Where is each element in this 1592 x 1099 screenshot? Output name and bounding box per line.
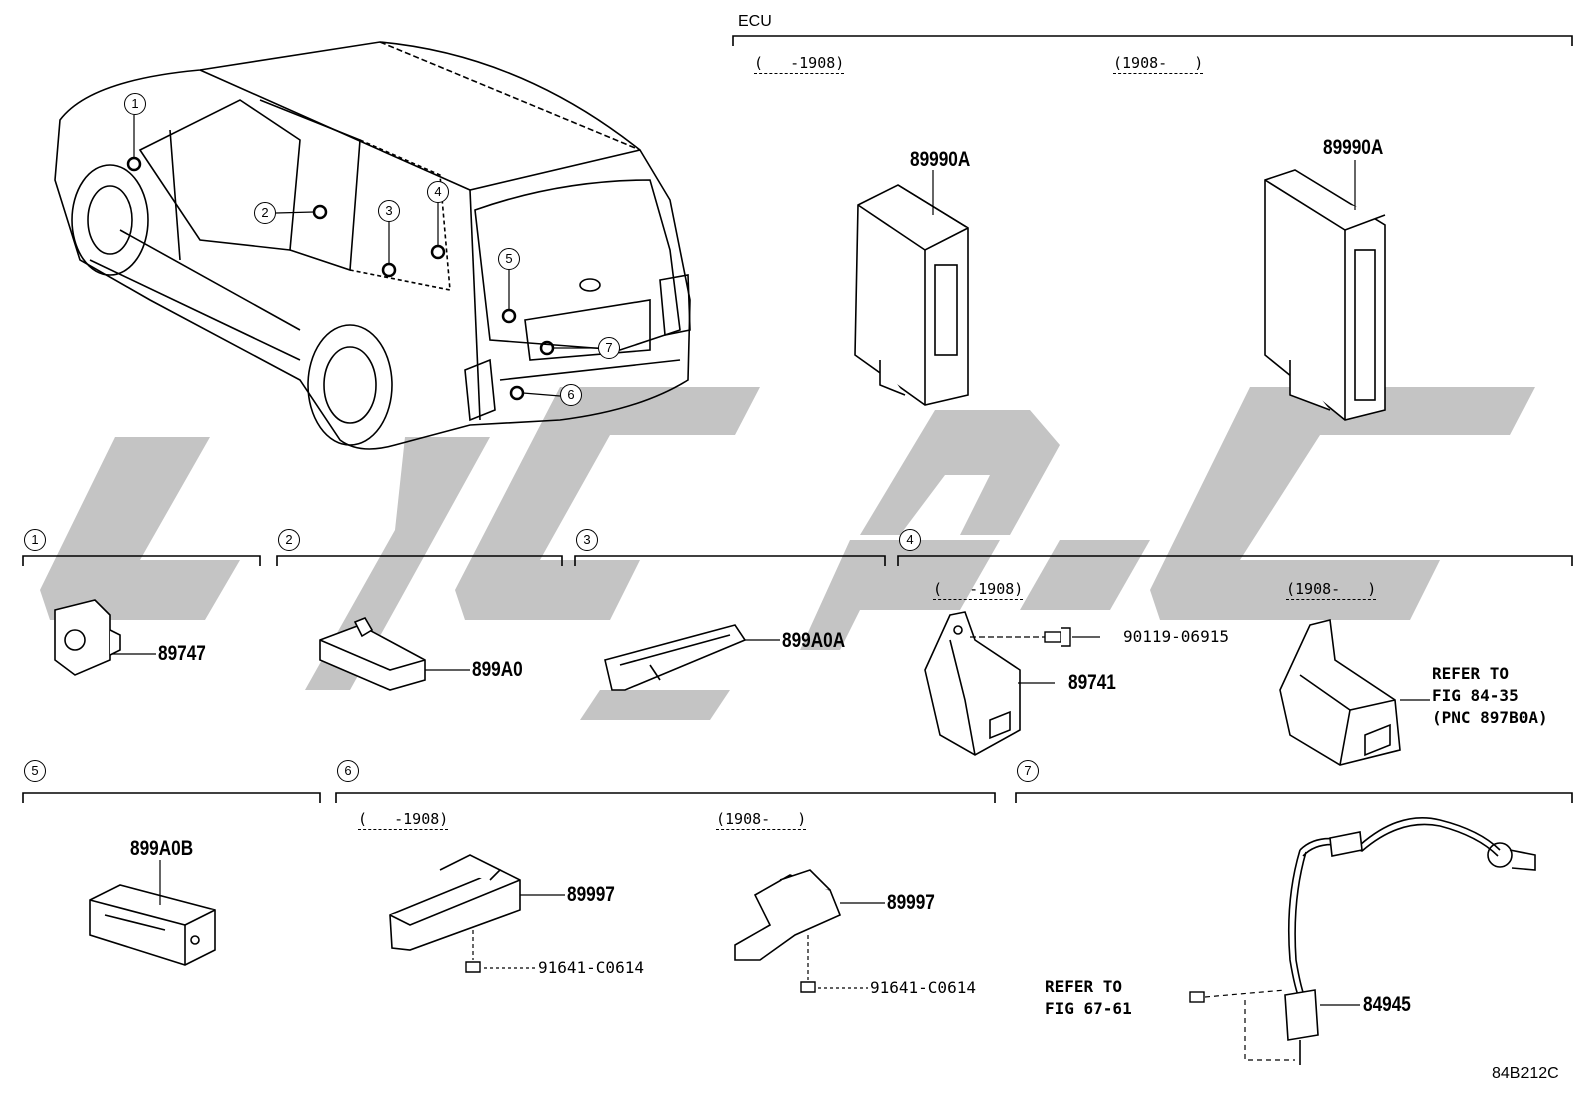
vehicle-callout-3: 3 [378,200,400,222]
handle-89997-left-drawing [389,854,521,951]
vehicle-callout-7: 7 [598,337,620,359]
part-89990a-left[interactable]: 89990A [910,148,971,171]
section-callout-2: 2 [278,529,300,551]
date-s4-left: ( -1908) [933,580,1024,600]
refer-fig-67-61[interactable]: REFER TO FIG 67-61 [1045,977,1132,1018]
part-91641-c0614-left[interactable]: 91641-C0614 [538,958,644,977]
part-84945[interactable]: 84945 [1363,993,1411,1016]
sensor-899a0-drawing [319,617,426,691]
part-91641-c0614-right[interactable]: 91641-C0614 [870,978,976,997]
section-callout-1: 1 [24,529,46,551]
section-brackets [22,35,1573,803]
vehicle-callout-leaders [133,115,598,397]
vehicle-callout-points [126,156,555,401]
vehicle-callout-6: 6 [560,384,582,406]
vehicle-callout-4: 4 [427,181,449,203]
section-callout-3: 3 [576,529,598,551]
handle-89997-right-drawing [734,869,842,961]
vehicle-callout-2: 2 [254,202,276,224]
module-refer-drawing [1279,619,1401,766]
antenna-899a0a-drawing [604,624,747,691]
sensor-89747-drawing [54,599,121,676]
vehicle-callout-1: 1 [124,93,146,115]
refer-fig-84-35[interactable]: REFER TO FIG 84-35 (PNC 897B0A) [1432,664,1548,727]
part-89997-left[interactable]: 89997 [567,883,615,906]
watermark-logo [40,387,1535,720]
part-899a0[interactable]: 899A0 [472,658,523,681]
part-89747[interactable]: 89747 [158,642,206,665]
ecu-label: ECU [738,13,772,30]
date-s6-left: ( -1908) [358,810,449,830]
sensor-899a0b-drawing [89,884,216,966]
ecu-right-drawing [1264,169,1386,421]
section-callout-5: 5 [24,760,46,782]
cable-84945-drawing [1284,817,1536,1065]
part-899a0a[interactable]: 899A0A [782,629,846,652]
s7-bolt-drawing [1189,991,1205,1003]
date-s4-right: (1908- ) [1286,580,1377,600]
date-s6-right: (1908- ) [716,810,807,830]
bolt-90119-drawing [1044,627,1071,647]
date-ecu-right: (1908- ) [1113,54,1204,74]
part-89997-right[interactable]: 89997 [887,891,935,914]
s7-dash-box [1244,1000,1295,1061]
s7-bolt-dash [1204,989,1286,998]
section-callout-7: 7 [1017,760,1039,782]
date-ecu-left: ( -1908) [754,54,845,74]
bracket-89741-drawing [924,611,1021,756]
vehicle-callout-5: 5 [498,248,520,270]
ecu-left-drawing [854,184,969,406]
part-89990a-right[interactable]: 89990A [1323,136,1384,159]
section-callout-4: 4 [899,529,921,551]
diagram-id: 84B212C [1492,1065,1559,1082]
screw-91641-left-drawing [465,961,481,973]
screw-91641-right-drawing [800,981,816,993]
part-899a0b[interactable]: 899A0B [130,837,194,860]
vehicle-illustration [54,41,691,450]
part-90119-06915[interactable]: 90119-06915 [1123,627,1229,646]
part-89741[interactable]: 89741 [1068,671,1116,694]
section-callout-6: 6 [337,760,359,782]
